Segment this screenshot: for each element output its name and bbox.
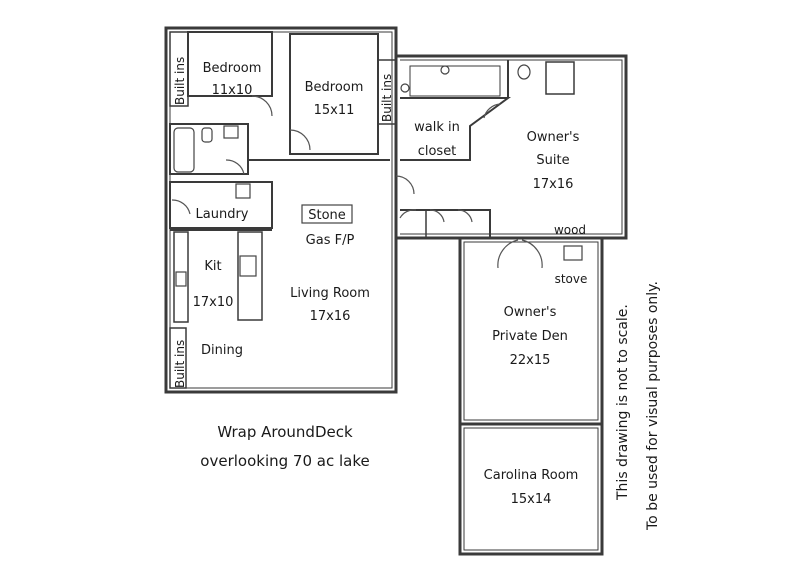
bedroom1-name: Bedroom [203, 61, 262, 76]
sink [223, 125, 239, 139]
suite-toilet [517, 64, 531, 80]
closet-line1: walk in [414, 120, 460, 135]
suite-sink [440, 65, 450, 75]
closet-line2: closet [418, 144, 457, 159]
living-name: Living Room [290, 286, 370, 301]
built-ins-middle: Built ins [380, 74, 394, 122]
bedroom2-dims: 15x11 [314, 103, 355, 118]
room-labels: Bedroom 11x10 Bedroom 15x11 walk in clos… [193, 61, 588, 507]
door-swings [171, 95, 543, 269]
den-dims: 22x15 [510, 353, 551, 368]
range [239, 255, 257, 277]
deck-line2: overlooking 70 ac lake [200, 452, 369, 470]
built-ins-left-lower: Built ins [173, 340, 187, 388]
kitchen-dims: 17x10 [193, 295, 234, 310]
fireplace-label: Gas F/P [306, 233, 355, 248]
dining-name: Dining [201, 343, 243, 358]
fixtures [173, 64, 583, 287]
fireplace-box: Stone [308, 208, 346, 223]
carolina-name: Carolina Room [484, 468, 579, 483]
suite-dims: 17x16 [533, 177, 574, 192]
disclaimer: This drawing is not to scale. To be used… [615, 281, 661, 531]
suite-line2: Suite [536, 153, 569, 168]
washer [235, 183, 251, 199]
stove-line2: stove [555, 272, 588, 286]
suite-sink-2 [400, 83, 410, 93]
suite-line1: Owner's [527, 130, 580, 145]
disclaimer-line2: To be used for visual purposes only. [645, 281, 661, 531]
built-ins-labels: Built ins Built ins Built ins [173, 57, 394, 388]
carolina-dims: 15x14 [511, 492, 552, 507]
kitchen-name: Kit [204, 259, 221, 274]
built-ins-left-upper: Built ins [173, 57, 187, 105]
bathtub [173, 127, 195, 173]
living-dims: 17x16 [310, 309, 351, 324]
bedroom2-name: Bedroom [305, 80, 364, 95]
kitchen-sink [175, 271, 187, 287]
den-line1: Owner's [504, 305, 557, 320]
disclaimer-line1: This drawing is not to scale. [615, 304, 631, 501]
stone-hearth [301, 204, 353, 224]
deck-line1: Wrap AroundDeck [217, 423, 353, 441]
toilet [201, 127, 213, 143]
stove-line1: wood [554, 223, 586, 237]
den-line2: Private Den [492, 329, 568, 344]
wood-stove-box [563, 245, 583, 261]
laundry-name: Laundry [196, 207, 249, 222]
deck-caption: Wrap AroundDeck overlooking 70 ac lake [200, 423, 369, 470]
bedroom1-dims: 11x10 [212, 83, 253, 98]
